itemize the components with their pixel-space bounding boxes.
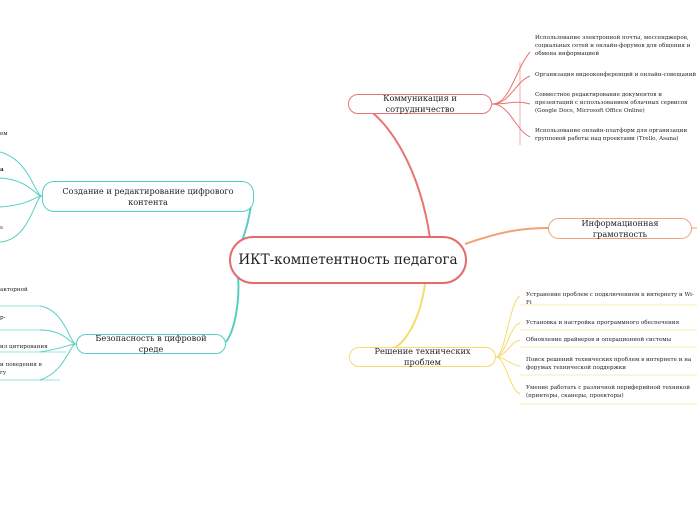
subtopic-content-4[interactable]: s xyxy=(0,225,3,231)
topic-content-creation-label: Создание и редактирование цифрового конт… xyxy=(62,185,234,207)
subtopic-communication-1[interactable]: Использование электронной почты, мессенд… xyxy=(535,35,691,57)
topic-info-literacy[interactable]: Информационная грамотность xyxy=(548,218,692,239)
topic-communication-label: Коммуникация и сотрудничество xyxy=(383,93,457,114)
subtopic-security-2[interactable]: р- xyxy=(0,315,6,321)
topic-info-literacy-label: Информационная грамотность xyxy=(581,217,659,239)
central-topic[interactable]: ИКТ-компетентность педагога xyxy=(229,236,467,284)
subtopic-communication-2[interactable]: Организация видеоконференций и онлайн-со… xyxy=(535,72,697,78)
topic-security[interactable]: Безопасность в цифровой среде xyxy=(76,333,226,354)
central-topic-label: ИКТ-компетентность педагога xyxy=(238,251,458,268)
subtopic-tech-1[interactable]: Устранение проблем с подключением к инте… xyxy=(526,292,694,306)
subtopic-communication-3[interactable]: Совместное редактирование документов и п… xyxy=(535,92,688,114)
subtopic-security-1[interactable]: акторной xyxy=(0,287,28,293)
subtopic-content-2[interactable]: а xyxy=(0,167,4,173)
topic-security-label: Безопасность в цифровой среде xyxy=(95,333,207,354)
subtopic-content-1[interactable]: ем xyxy=(0,131,8,137)
subtopic-tech-2[interactable]: Установка и настройка программного обесп… xyxy=(526,320,680,326)
subtopic-tech-4[interactable]: Поиск решений технических проблем в инте… xyxy=(526,357,692,371)
subtopic-tech-5[interactable]: Умение работать с различной периферийной… xyxy=(526,385,690,399)
subtopic-communication-4[interactable]: Использование онлайн-платформ для органи… xyxy=(535,128,688,142)
subtopic-tech-3[interactable]: Обновление драйверов и операционной сист… xyxy=(526,337,672,343)
subtopic-security-3[interactable]: ил цитирования xyxy=(0,344,48,350)
topic-tech-problems-label: Решение технических проблем xyxy=(374,346,471,367)
topic-content-creation[interactable]: Создание и редактирование цифрового конт… xyxy=(42,181,254,212)
topic-tech-problems[interactable]: Решение технических проблем xyxy=(349,346,496,367)
topic-communication[interactable]: Коммуникация и сотрудничество xyxy=(348,93,492,114)
subtopic-security-4[interactable]: и поведения в гу xyxy=(0,362,42,376)
